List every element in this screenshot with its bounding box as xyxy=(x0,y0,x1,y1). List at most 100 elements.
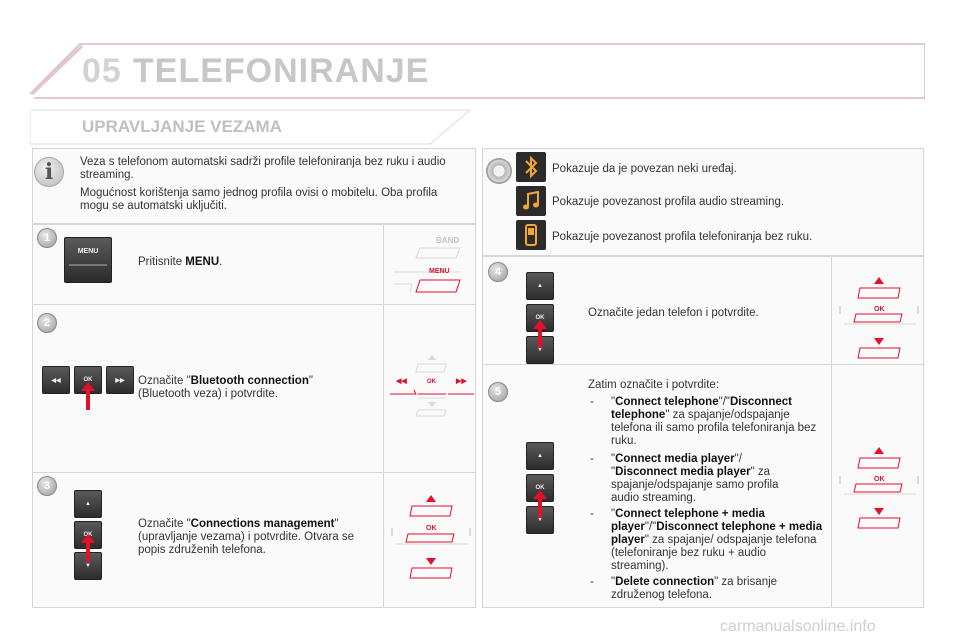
chapter-header-frame xyxy=(30,42,925,102)
up-button[interactable]: ▲ xyxy=(526,442,554,470)
divider xyxy=(32,304,476,305)
red-arrow-icon xyxy=(533,320,547,348)
step-4-text: Označite jedan telefon i potvrdite. xyxy=(588,307,759,319)
ok-label-red: OK xyxy=(427,379,436,385)
option-quote: " xyxy=(611,576,616,588)
step-1-post: . xyxy=(219,256,223,268)
option-description: " za spajanje/ odspajanje telefona (tele… xyxy=(611,534,817,572)
option-disconnect-telephone-media-player: Disconnect telephone + media player xyxy=(611,521,823,546)
intro-paragraph-2: Mogućnost korištenja samo jednog profila… xyxy=(80,187,438,212)
prev-button-label: ◀◀ xyxy=(51,378,61,385)
step-3-pre: Označite " xyxy=(138,518,191,530)
option-disconnect-media-player: Disconnect media player xyxy=(615,466,751,478)
step-number-badge: 4 xyxy=(488,262,508,282)
menu-button-label: MENU xyxy=(77,248,99,255)
next-label-red: ▶▶ xyxy=(456,378,467,385)
red-arrow-icon xyxy=(81,534,95,562)
step-5-option-2: "Connect media player"/ "Disconnect medi… xyxy=(611,453,801,505)
step-5-dash: - xyxy=(590,576,594,588)
option-quote: " xyxy=(611,453,616,465)
up-ok-down-illustration xyxy=(391,495,471,579)
up-button-label: ▲ xyxy=(537,283,543,290)
ok-label-red: OK xyxy=(874,476,885,483)
legend-bluetooth-text: Pokazuje da je povezan neki uređaj. xyxy=(552,163,737,175)
button-highlight xyxy=(69,264,107,266)
seek-ok-illustration xyxy=(390,355,474,417)
divider xyxy=(482,364,924,365)
divider xyxy=(383,224,384,608)
prev-label-red: ◀◀ xyxy=(396,378,407,385)
prev-button[interactable]: ◀◀ xyxy=(42,366,70,394)
step-5-intro: Zatim označite i potvrdite: xyxy=(588,379,720,391)
option-description: " za brisanje združenog telefona. xyxy=(611,576,778,601)
legend-phone-text: Pokazuje povezanost profila telefoniranj… xyxy=(552,231,813,243)
option-quote: " xyxy=(611,508,616,520)
step-3-text: Označite "Connections management" (uprav… xyxy=(138,518,370,557)
step-number-badge: 5 xyxy=(488,382,508,402)
legend-panel xyxy=(482,148,924,256)
up-button[interactable]: ▲ xyxy=(74,490,102,518)
menu-band-illustration xyxy=(394,247,461,293)
step-5-option-1: "Connect telephone"/"Disconnect telephon… xyxy=(611,396,826,448)
section-title-frame xyxy=(29,104,480,148)
step-1-text: Pritisnite MENU. xyxy=(138,256,368,269)
divider xyxy=(32,472,476,473)
ok-button-label: OK xyxy=(535,485,545,492)
phone-icon xyxy=(516,220,546,250)
music-note-icon xyxy=(516,186,546,216)
option-separator: "/" xyxy=(718,396,730,408)
ok-button-label: OK xyxy=(535,315,545,322)
red-arrow-icon xyxy=(533,490,547,518)
option-quote: " xyxy=(611,396,616,408)
red-arrow-icon xyxy=(81,382,95,410)
step-2-text: Označite "Bluetooth connection" (Bluetoo… xyxy=(138,375,368,401)
option-description: " za spajanje/odspajanje samo profila au… xyxy=(611,466,779,504)
up-button-label: ▲ xyxy=(85,501,91,508)
next-button[interactable]: ▶▶ xyxy=(106,366,134,394)
up-ok-down-illustration xyxy=(839,277,919,359)
intro-paragraph-1: Veza s telefonom automatski sadrži profi… xyxy=(80,156,446,181)
step-5-option-3: "Connect telephone + media player"/"Disc… xyxy=(611,508,826,573)
down-button-label: ▼ xyxy=(537,517,543,524)
down-button-label: ▼ xyxy=(85,563,91,570)
divider xyxy=(831,256,832,608)
ok-label-red: OK xyxy=(874,306,885,313)
next-button-label: ▶▶ xyxy=(115,378,125,385)
menu-button[interactable]: MENU xyxy=(64,237,112,283)
option-connect-telephone-media-player: Connect telephone + media player xyxy=(611,508,765,533)
step-2-pre: Označite " xyxy=(138,375,191,387)
step-5-option-4: "Delete connection" za brisanje združeno… xyxy=(611,576,826,602)
step-5-dash: - xyxy=(590,396,594,408)
chapter-number: 05 xyxy=(82,52,122,90)
up-ok-down-illustration xyxy=(839,447,919,529)
step-2-post: " (Bluetooth veza) i potvrdite. xyxy=(138,375,313,400)
step-5-dash: - xyxy=(590,453,594,465)
option-connect-media-player: Connect media player xyxy=(615,453,735,465)
ok-label-red: OK xyxy=(426,525,437,532)
steps-panel-right xyxy=(482,256,924,608)
ok-button-label: OK xyxy=(83,377,93,384)
option-connect-telephone: Connect telephone xyxy=(615,396,719,408)
step-5-dash: - xyxy=(590,508,594,520)
chapter-title: TELEFONIRANJE xyxy=(133,52,430,90)
step-3-bold: Connections management xyxy=(190,518,335,530)
up-button-label: ▲ xyxy=(537,453,543,460)
step-number-badge: 2 xyxy=(37,313,57,333)
intro-panel xyxy=(32,148,476,224)
watermark: carmanualsonline.info xyxy=(720,618,876,635)
step-3-post: " (upravljanje vezama) i potvrdite. Otva… xyxy=(138,518,355,556)
option-delete-connection: Delete connection xyxy=(615,576,715,588)
section-title: UPRAVLJANJE VEZAMA xyxy=(82,117,282,136)
option-description: " za spajanje/odspajanje telefona ili sa… xyxy=(611,409,817,447)
step-2-bold: Bluetooth connection xyxy=(190,375,309,387)
up-button[interactable]: ▲ xyxy=(526,272,554,300)
band-label: BAND xyxy=(436,236,460,245)
step-number-badge: 3 xyxy=(37,476,57,496)
settings-icon xyxy=(486,158,512,184)
option-separator: "/" xyxy=(644,521,657,533)
step-1-bold: MENU xyxy=(185,256,220,268)
legend-audio-text: Pokazuje povezanost profila audio stream… xyxy=(552,196,785,208)
bluetooth-icon xyxy=(516,152,546,182)
option-disconnect-telephone: Disconnect telephone xyxy=(611,396,792,421)
option-separator: "/ " xyxy=(611,453,742,478)
